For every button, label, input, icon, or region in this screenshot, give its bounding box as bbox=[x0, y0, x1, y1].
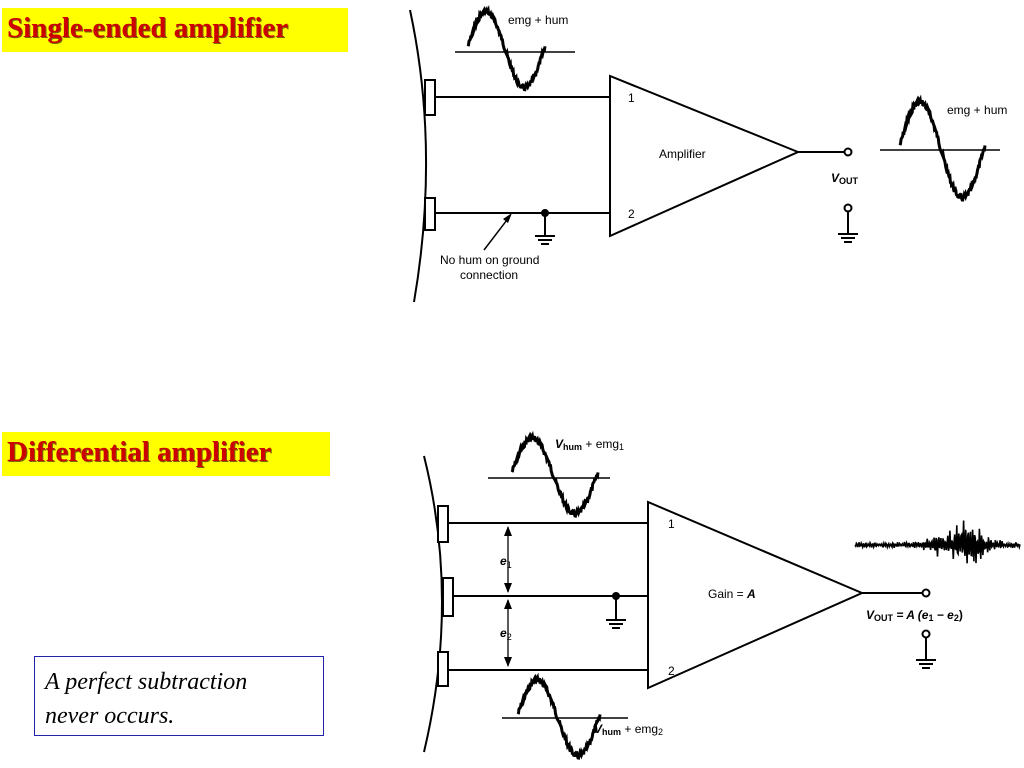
terminal-2-label: 2 bbox=[628, 207, 635, 221]
e1-label: e1 bbox=[500, 554, 512, 570]
output-signal-label: emg + hum bbox=[947, 103, 1007, 117]
title-single-ended: Single-ended amplifier bbox=[2, 8, 348, 52]
amplifier-label: Amplifier bbox=[659, 147, 706, 161]
note-line-1: A perfect subtraction bbox=[45, 669, 248, 695]
ground-note-line-2: connection bbox=[460, 268, 518, 282]
diff-amplifier-triangle bbox=[647, 500, 865, 690]
vout-equation: VOUT = A (e1 − e2) bbox=[866, 608, 963, 623]
input-signal-label: emg + hum bbox=[508, 13, 568, 27]
electrode-2 bbox=[424, 197, 436, 231]
gain-label: Gain = A bbox=[708, 587, 756, 601]
output-emg-hum-wave bbox=[898, 94, 987, 202]
single-ended-diagram bbox=[409, 9, 1000, 303]
electrode-bottom bbox=[437, 651, 449, 687]
title-differential: Differential amplifier bbox=[2, 432, 330, 476]
vhum-emg2-wave bbox=[516, 672, 602, 760]
note-line-2: never occurs. bbox=[45, 703, 175, 729]
bottom-signal-label: Vhum + emg2 bbox=[594, 722, 663, 737]
e2-label: e2 bbox=[500, 626, 512, 642]
terminal-1-label: 1 bbox=[628, 91, 635, 105]
vout-label: VOUT bbox=[831, 171, 859, 186]
input-emg-hum-wave bbox=[466, 4, 547, 92]
ground-note-arrow bbox=[483, 215, 511, 251]
electrode-ref bbox=[442, 577, 454, 617]
top-signal-label: Vhum + emg1 bbox=[555, 437, 624, 452]
differential-diagram bbox=[423, 455, 936, 753]
note-box: A perfect subtraction never occurs. bbox=[34, 656, 324, 736]
diff-terminal-1-label: 1 bbox=[668, 517, 675, 531]
ground-note-line-1: No hum on ground bbox=[440, 253, 539, 267]
vhum-emg1-wave bbox=[510, 430, 600, 518]
skin-surface bbox=[409, 9, 428, 303]
amplifier-triangle bbox=[609, 74, 801, 238]
skin-surface-2 bbox=[423, 455, 443, 753]
electrode-top bbox=[437, 505, 449, 543]
differential-output-emg-wave bbox=[854, 520, 1021, 564]
electrode-1 bbox=[424, 79, 436, 116]
diff-terminal-2-label: 2 bbox=[668, 664, 675, 678]
